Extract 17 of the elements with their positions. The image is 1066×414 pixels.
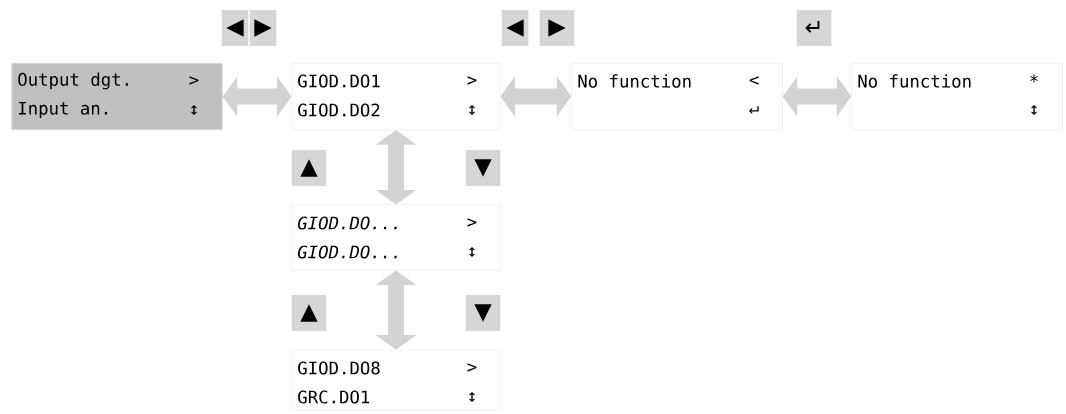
key-button: ◀ (501, 10, 529, 46)
key-button: ◀ (221, 10, 249, 46)
display-screen: No function < ↵ (571, 62, 783, 131)
display-screen: Output dgt. > Input an. ↕ (11, 62, 223, 131)
key-button: ↵ (796, 10, 832, 46)
display-screen: No function * ↕ (851, 62, 1063, 131)
key-button: ▼ (465, 150, 501, 186)
key-button: ▲ (291, 150, 327, 186)
double-arrow (375, 270, 417, 350)
key-button: ▲ (291, 295, 327, 331)
display-screen: GIOD.DO... > GIOD.DO... ↕ (291, 204, 501, 271)
key-button: ▼ (465, 295, 501, 331)
double-arrow (375, 130, 417, 205)
display-screen: GIOD.DO1 > GIOD.DO2 ↕ (291, 62, 501, 131)
key-button: ▶ (249, 10, 277, 46)
display-screen: GIOD.DO8 > GRC.DO1 ↕ (291, 349, 501, 411)
key-button: ▶ (539, 10, 575, 46)
